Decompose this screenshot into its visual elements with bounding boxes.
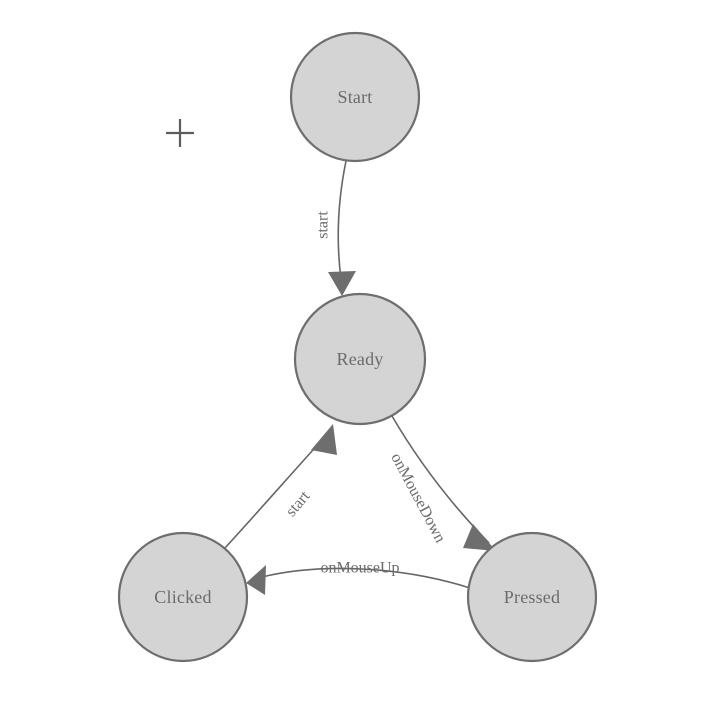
edge-label-ready-to-pressed: onMouseDown (387, 450, 448, 545)
node-start[interactable]: Start (289, 31, 421, 163)
node-label-pressed: Pressed (504, 587, 560, 607)
edge-line (223, 439, 323, 550)
node-pressed[interactable]: Pressed (466, 531, 598, 663)
edge-label-pressed-to-clicked: onMouseUp (320, 560, 399, 577)
edge-pressed-to-clicked[interactable]: onMouseUp (246, 560, 471, 596)
edge-line (337, 160, 347, 280)
node-shape[interactable] (117, 531, 249, 663)
arrowhead-icon (463, 524, 496, 551)
edge-label-clicked-to-ready: start (283, 488, 314, 520)
arrowhead-icon (246, 565, 266, 595)
node-ready[interactable]: Ready (293, 292, 427, 426)
node-shape[interactable] (293, 292, 427, 426)
edge-clicked-to-ready[interactable]: start (223, 424, 337, 550)
edge-ready-to-pressed[interactable]: onMouseDown (387, 415, 496, 551)
edge-line (261, 567, 471, 589)
node-label-clicked: Clicked (154, 587, 211, 607)
arrowhead-icon (328, 271, 356, 296)
node-clicked[interactable]: Clicked (117, 531, 249, 663)
arrowhead-icon (311, 424, 337, 455)
edge-start-to-ready[interactable]: start (315, 160, 357, 296)
node-shape[interactable] (466, 531, 598, 663)
node-label-start: Start (338, 87, 373, 107)
node-label-ready: Ready (337, 349, 384, 369)
crosshair-icon (166, 119, 194, 147)
edge-label-start-to-ready: start (315, 211, 332, 239)
node-shape[interactable] (289, 31, 421, 163)
